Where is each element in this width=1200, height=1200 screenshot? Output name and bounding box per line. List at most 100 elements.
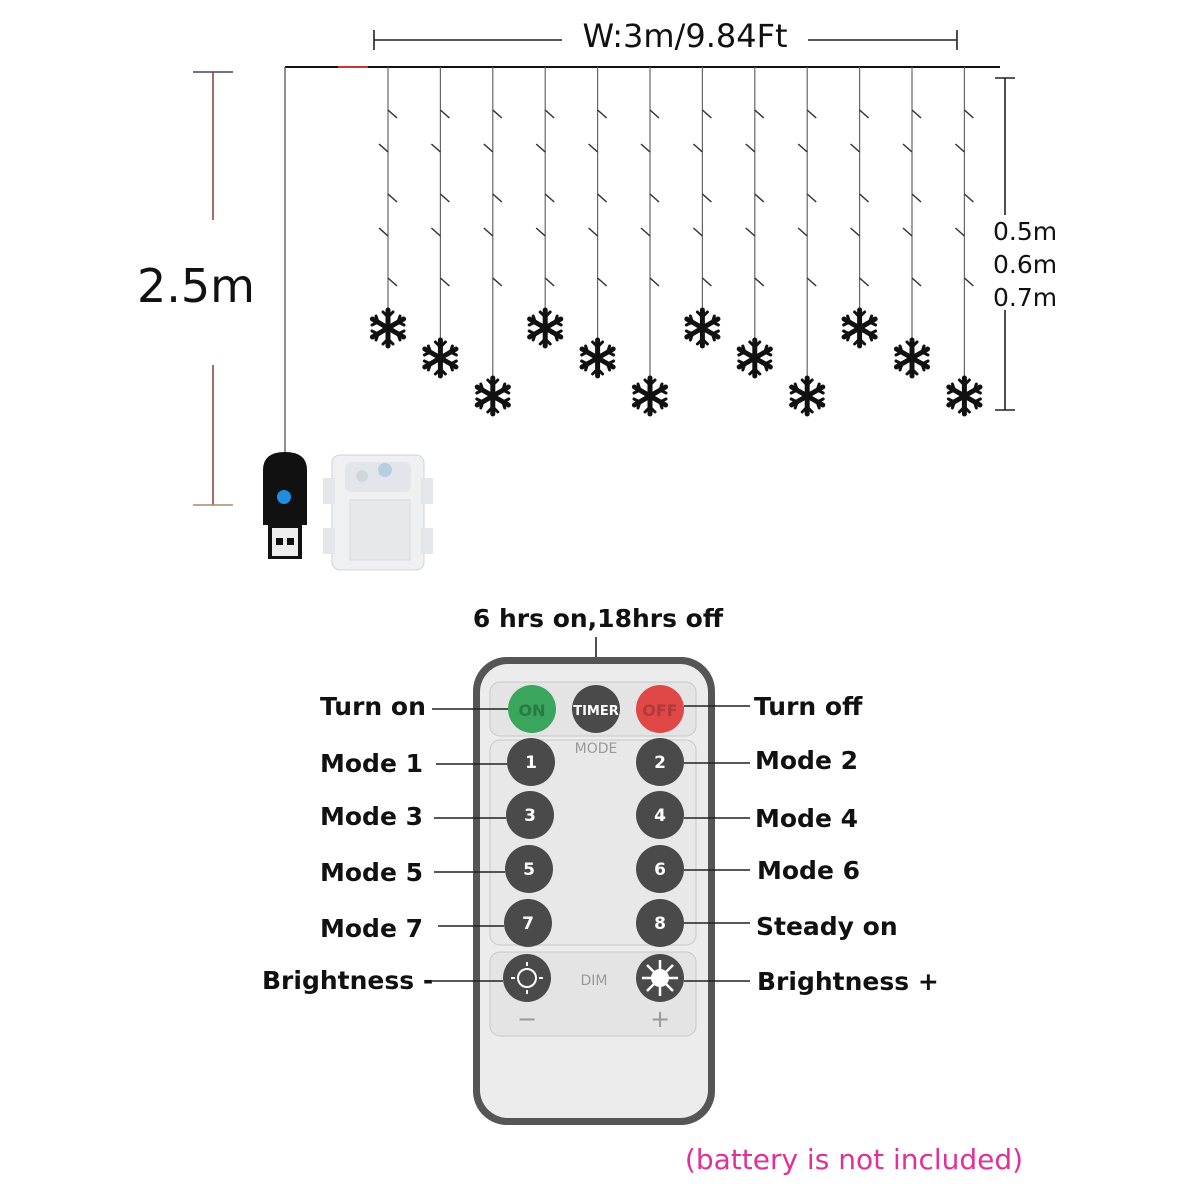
snowflake-icon xyxy=(529,310,561,346)
off-button[interactable]: OFF xyxy=(636,685,684,733)
led-bulb xyxy=(954,143,965,153)
led-bulb xyxy=(954,227,965,237)
light-strand xyxy=(372,67,404,346)
led-bulb xyxy=(745,143,756,153)
drop-length-3: 0.7m xyxy=(993,283,1057,312)
label-brightness-minus: Brightness - xyxy=(262,966,433,995)
led-bulb xyxy=(911,109,922,119)
width-label: W:3m/9.84Ft xyxy=(582,17,787,55)
mode-3-button[interactable]: 3 xyxy=(506,791,554,839)
width-dimension: W:3m/9.84Ft xyxy=(373,17,958,55)
on-button[interactable]: ON xyxy=(508,685,556,733)
led-bulb xyxy=(797,143,808,153)
mode-4-button[interactable]: 4 xyxy=(636,791,684,839)
light-strand xyxy=(896,67,928,376)
mode-section-label: MODE xyxy=(575,741,618,757)
led-bulb xyxy=(963,277,974,287)
height-label: 2.5m xyxy=(137,259,255,313)
led-bulb xyxy=(649,193,660,203)
label-mode-6: Mode 6 xyxy=(757,856,860,885)
timer-button[interactable]: TIMER xyxy=(572,685,620,733)
led-bulb xyxy=(963,109,974,119)
led-bulb xyxy=(544,277,555,287)
led-bulb xyxy=(754,109,765,119)
led-bulb xyxy=(649,109,660,119)
svg-text:ON: ON xyxy=(519,701,546,720)
led-bulb xyxy=(806,277,817,287)
mode-2-button[interactable]: 2 xyxy=(636,738,684,786)
led-bulb xyxy=(492,193,503,203)
label-mode-1: Mode 1 xyxy=(320,749,423,778)
svg-text:5: 5 xyxy=(523,860,535,880)
led-bulb xyxy=(430,143,441,153)
mode-8-button[interactable]: 8 xyxy=(636,899,684,947)
light-strand xyxy=(582,67,614,376)
height-dimension: 2.5m xyxy=(137,71,255,506)
snowflake-icon xyxy=(372,310,404,346)
brightness-up-button[interactable] xyxy=(636,954,684,1002)
light-strand xyxy=(791,67,823,414)
svg-text:TIMER: TIMER xyxy=(573,704,619,719)
led-bulb xyxy=(378,227,389,237)
light-strand xyxy=(686,67,718,346)
led-bulb xyxy=(754,193,765,203)
svg-text:6: 6 xyxy=(654,860,666,880)
led-bulb xyxy=(649,277,660,287)
label-mode-2: Mode 2 xyxy=(755,746,858,775)
strands xyxy=(372,67,980,414)
led-bulb xyxy=(911,277,922,287)
led-bulb xyxy=(597,109,608,119)
led-bulb xyxy=(430,227,441,237)
led-bulb xyxy=(911,193,922,203)
usb-plug-icon xyxy=(263,452,307,559)
label-mode-5: Mode 5 xyxy=(320,858,423,887)
led-bulb xyxy=(597,277,608,287)
svg-text:8: 8 xyxy=(654,914,666,934)
led-bulb xyxy=(859,193,870,203)
mode-7-button[interactable]: 7 xyxy=(504,899,552,947)
label-mode-7: Mode 7 xyxy=(320,914,423,943)
led-bulb xyxy=(483,143,494,153)
led-bulb xyxy=(535,143,546,153)
mode-1-button[interactable]: 1 xyxy=(507,738,555,786)
snowflake-icon xyxy=(844,310,876,346)
led-bulb xyxy=(588,143,599,153)
mode-6-button[interactable]: 6 xyxy=(636,845,684,893)
snowflake-icon xyxy=(686,310,718,346)
drop-dimension: 0.5m 0.6m 0.7m xyxy=(993,77,1057,411)
led-bulb xyxy=(902,227,913,237)
timer-note: 6 hrs on,18hrs off xyxy=(473,604,724,633)
sun-small-icon xyxy=(517,968,537,988)
svg-text:3: 3 xyxy=(524,806,536,826)
remote-control: 6 hrs on,18hrs off MODE DIM − + ON TIMER… xyxy=(473,604,724,1125)
snowflake-icon xyxy=(791,378,823,414)
led-bulb xyxy=(701,109,712,119)
led-bulb xyxy=(544,193,555,203)
battery-box-icon xyxy=(323,454,433,571)
minus-sign: − xyxy=(517,1005,537,1033)
light-strand xyxy=(739,67,771,376)
brightness-down-button[interactable] xyxy=(503,954,551,1002)
mode-5-button[interactable]: 5 xyxy=(505,845,553,893)
light-strand xyxy=(844,67,876,346)
led-bulb xyxy=(640,143,651,153)
led-bulb xyxy=(754,277,765,287)
led-bulb xyxy=(745,227,756,237)
led-bulb xyxy=(692,143,703,153)
label-brightness-plus: Brightness + xyxy=(757,967,939,996)
svg-text:4: 4 xyxy=(654,806,666,826)
svg-text:OFF: OFF xyxy=(642,701,677,720)
led-bulb xyxy=(597,193,608,203)
light-strand xyxy=(948,67,980,414)
led-bulb xyxy=(797,227,808,237)
led-bulb xyxy=(439,193,450,203)
callouts: Turn on Turn off Mode 1 Mode 2 Mode 3 Mo… xyxy=(262,692,939,996)
light-strand xyxy=(424,67,456,376)
led-bulb xyxy=(492,277,503,287)
led-bulb xyxy=(544,109,555,119)
light-strand xyxy=(477,67,509,414)
led-bulb xyxy=(439,109,450,119)
label-mode-3: Mode 3 xyxy=(320,802,423,831)
led-bulb xyxy=(483,227,494,237)
led-bulb xyxy=(806,193,817,203)
